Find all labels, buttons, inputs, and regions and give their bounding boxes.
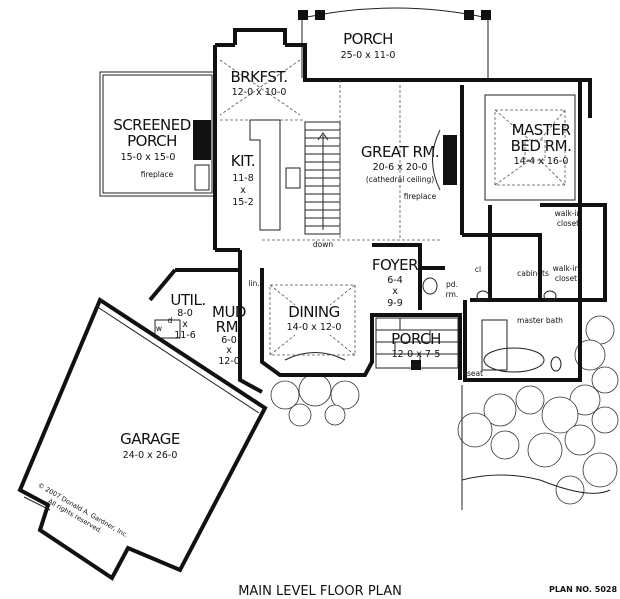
copyright-line-1: © 2007 Donald A. Gardner, Inc. bbox=[36, 481, 129, 539]
dryer-label: d bbox=[168, 316, 173, 325]
great-room-note: (cathedral ceiling) bbox=[366, 175, 434, 184]
powder-room-label-2: rm. bbox=[446, 290, 459, 299]
master-bath-label: master bath bbox=[517, 316, 563, 325]
screened-porch-label-2: PORCH bbox=[127, 132, 177, 150]
great-room-dims: 20-6 x 20-0 bbox=[373, 162, 428, 173]
walkin-closet-1-label-2: closet bbox=[557, 219, 579, 228]
rear-porch-dims: 25-0 x 11-0 bbox=[341, 50, 396, 61]
powder-room-label: pd. bbox=[446, 280, 458, 289]
foyer-dim-1: 6-4 bbox=[387, 275, 403, 286]
foyer-dim-2: 9-9 bbox=[387, 298, 403, 309]
walkin-closet-2-label-2: closet bbox=[555, 274, 577, 283]
plan-title: MAIN LEVEL FLOOR PLAN bbox=[238, 584, 402, 599]
great-room-label: GREAT RM. bbox=[361, 143, 439, 161]
closet-label: cl bbox=[475, 265, 481, 274]
front-porch-dims: 12-0 x 7-5 bbox=[392, 349, 441, 360]
kitchen-label: KIT. bbox=[231, 152, 255, 170]
dining-label: DINING bbox=[288, 303, 339, 321]
mud-room-dim-x: x bbox=[226, 345, 232, 356]
utility-dim-2: 11-6 bbox=[174, 330, 196, 341]
walkin-closet-2-label: walk-in bbox=[553, 264, 580, 273]
stairs-down-label: down bbox=[313, 240, 333, 249]
foyer-label: FOYER bbox=[372, 256, 418, 274]
garage-dims: 24-0 x 26-0 bbox=[123, 450, 178, 461]
mud-room-label: MUD bbox=[212, 303, 246, 321]
rear-porch bbox=[298, 7, 491, 80]
washer-label: w bbox=[156, 324, 162, 333]
utility-dim-1: 8-0 bbox=[177, 308, 193, 319]
screened-porch-fireplace: fireplace bbox=[141, 170, 174, 179]
mud-room-label-2: RM. bbox=[216, 318, 243, 336]
master-bed-label-1: MASTER bbox=[512, 121, 571, 139]
mud-room-dim-1: 6-0 bbox=[221, 335, 237, 346]
linen-label: lin. bbox=[248, 279, 259, 288]
master-bed-label-2: BED RM. bbox=[511, 137, 572, 155]
brkfst-dims: 12-0 x 10-0 bbox=[232, 87, 287, 98]
rear-porch-label: PORCH bbox=[343, 30, 393, 48]
utility-dim-x: x bbox=[182, 319, 188, 330]
great-room-fireplace: fireplace bbox=[404, 192, 437, 201]
walls bbox=[17, 28, 607, 581]
kitchen-dim-2: 15-2 bbox=[232, 197, 254, 208]
mud-room-dim-2: 12-0 bbox=[218, 356, 240, 367]
utility-label: UTIL. bbox=[170, 291, 205, 309]
dining-dims: 14-0 x 12-0 bbox=[287, 322, 342, 333]
foyer-dim-x: x bbox=[392, 286, 398, 297]
screened-porch-dims: 15-0 x 15-0 bbox=[121, 152, 176, 163]
brkfst-label: BRKFST. bbox=[230, 68, 287, 86]
screened-porch-label-1: SCREENED bbox=[113, 116, 191, 134]
master-bed-dims: 14-4 x 16-0 bbox=[514, 156, 569, 167]
interior-details bbox=[154, 59, 576, 373]
plan-number: PLAN NO. 5028 bbox=[549, 585, 617, 594]
garage-label: GARAGE bbox=[120, 430, 180, 448]
cabinets-label: cabinets bbox=[517, 269, 549, 278]
kitchen-dim-x: x bbox=[240, 185, 246, 196]
seat-label: seat bbox=[467, 369, 483, 378]
front-porch-label: PORCH bbox=[391, 330, 441, 348]
landscaping bbox=[270, 315, 619, 510]
walkin-closet-1-label: walk-in bbox=[555, 209, 582, 218]
kitchen-dim-1: 11-8 bbox=[232, 173, 254, 184]
